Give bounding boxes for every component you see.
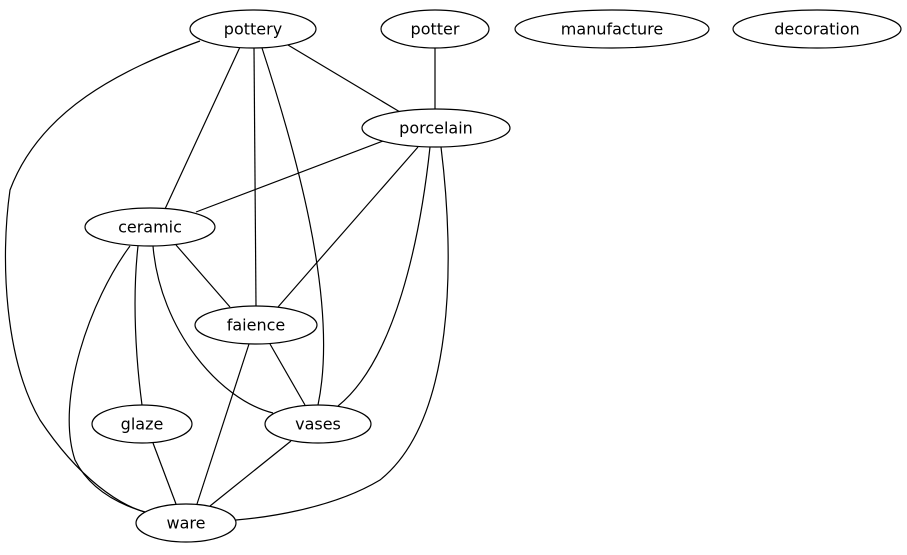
node-vases: vases (264, 404, 372, 444)
edge-pottery-faience (253, 47, 257, 307)
node-ellipse (732, 9, 902, 49)
edge-vases-ware (209, 440, 292, 507)
node-ellipse (135, 503, 237, 543)
node-potter: potter (380, 9, 490, 49)
node-label: decoration (774, 20, 860, 39)
node-label: faience (227, 316, 286, 335)
edge-glaze-ware (152, 442, 177, 505)
node-label: ware (167, 514, 206, 533)
node-decoration: decoration (732, 9, 902, 49)
node-label: ceramic (118, 218, 182, 237)
node-label: glaze (121, 415, 164, 434)
edge-porcelain-faience (277, 146, 419, 308)
nodes-layer: pottery potter manufacture decoration porcel… (84, 9, 902, 543)
node-ellipse (361, 108, 511, 148)
edge-porcelain-ware (235, 146, 449, 521)
node-ware: ware (135, 503, 237, 543)
node-manufacture: manufacture (514, 9, 710, 49)
edge-porcelain-ceramic (195, 140, 384, 213)
edge-porcelain-vases (337, 146, 431, 407)
node-ellipse (380, 9, 490, 49)
node-label: porcelain (399, 119, 473, 138)
edge-faience-vases (269, 343, 306, 406)
node-label: pottery (224, 20, 282, 39)
node-label: manufacture (561, 20, 663, 39)
node-ellipse (84, 207, 216, 247)
node-pottery: pottery (189, 9, 317, 49)
node-porcelain: porcelain (361, 108, 511, 148)
edge-ceramic-faience (175, 244, 231, 308)
edge-pottery-porcelain (287, 44, 401, 113)
edge-pottery-ware (4, 40, 201, 513)
node-label: vases (295, 415, 341, 434)
edge-ceramic-ware (68, 245, 149, 514)
node-ellipse (91, 404, 193, 444)
node-label: potter (411, 20, 460, 39)
edge-ceramic-vases (152, 245, 274, 414)
node-glaze: glaze (91, 404, 193, 444)
edge-faience-ware (196, 343, 250, 505)
node-ellipse (189, 9, 317, 49)
edges-layer (4, 40, 449, 521)
node-ellipse (194, 305, 318, 345)
node-faience: faience (194, 305, 318, 345)
edge-ceramic-glaze (134, 245, 143, 406)
node-ellipse (264, 404, 372, 444)
node-ceramic: ceramic (84, 207, 216, 247)
edge-pottery-ceramic (164, 46, 241, 210)
node-ellipse (514, 9, 710, 49)
edge-pottery-vases (261, 47, 325, 406)
